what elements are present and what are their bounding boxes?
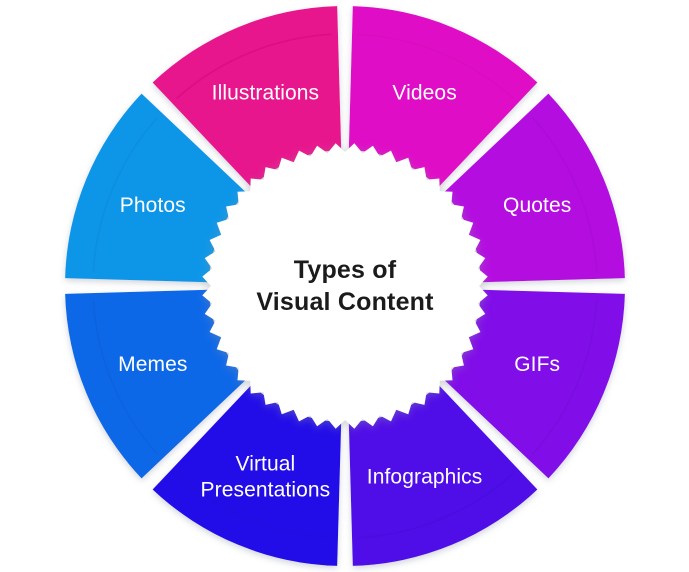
center-hub (202, 143, 488, 429)
wheel-segment-memes[interactable] (65, 289, 247, 479)
wheel-segment-quotes[interactable] (443, 93, 625, 283)
segment-highlight-arc-quotes (531, 117, 598, 273)
segment-highlight-arc-videos (358, 33, 514, 100)
segment-label-illustrations: Illustrations (212, 81, 320, 104)
center-title-line2: Visual Content (256, 288, 434, 316)
segment-label-text-illustrations-line1: Illustrations (212, 81, 320, 104)
segment-label-text-virtual-presentations-line2: Presentations (201, 479, 331, 502)
segment-shape-photos[interactable] (65, 93, 247, 283)
center-title-group: Types of Visual Content (256, 256, 434, 316)
segment-label-quotes: Quotes (503, 194, 571, 217)
wheel-segment-infographics[interactable] (348, 384, 538, 566)
segment-label-text-photos-line1: Photos (120, 194, 186, 217)
segment-shape-videos[interactable] (348, 6, 538, 188)
center-title-line1: Types of (294, 256, 397, 284)
segment-shape-illustrations[interactable] (152, 6, 342, 188)
segment-label-text-videos-line1: Videos (392, 81, 456, 104)
segment-label-text-virtual-presentations-line1: Virtual (235, 453, 295, 476)
segment-highlight-arc-virtual-presentations (176, 472, 332, 539)
wheel-segment-gifs[interactable] (443, 289, 625, 479)
segment-shape-infographics[interactable] (348, 384, 538, 566)
segment-highlight-arc-photos (92, 117, 159, 273)
wheel-segment-videos[interactable] (348, 6, 538, 188)
segment-label-text-gifs-line1: GIFs (514, 353, 560, 376)
segment-label-text-quotes-line1: Quotes (503, 194, 571, 217)
center-hub-disc (211, 152, 479, 420)
segment-label-videos: Videos (392, 81, 456, 104)
segment-shape-quotes[interactable] (443, 93, 625, 283)
segment-shape-virtual-presentations[interactable] (152, 384, 342, 566)
wheel-segment-virtual-presentations[interactable] (152, 384, 342, 566)
segment-label-text-memes-line1: Memes (118, 353, 187, 376)
segment-label-text-infographics-line1: Infographics (367, 466, 483, 489)
wheel-segment-photos[interactable] (65, 93, 247, 283)
segment-highlight-arc-infographics (358, 472, 514, 539)
segment-label-infographics: Infographics (367, 466, 483, 489)
segment-highlight-arc-illustrations (176, 33, 332, 100)
segment-shape-memes[interactable] (65, 289, 247, 479)
segment-shape-gifs[interactable] (443, 289, 625, 479)
segment-highlight-arc-gifs (531, 299, 598, 455)
segment-label-memes: Memes (118, 353, 187, 376)
segment-label-gifs: GIFs (514, 353, 560, 376)
wheel-segment-illustrations[interactable] (152, 6, 342, 188)
segment-highlight-arc-memes (92, 299, 159, 455)
segment-label-photos: Photos (120, 194, 186, 217)
segments-layer (65, 6, 625, 566)
